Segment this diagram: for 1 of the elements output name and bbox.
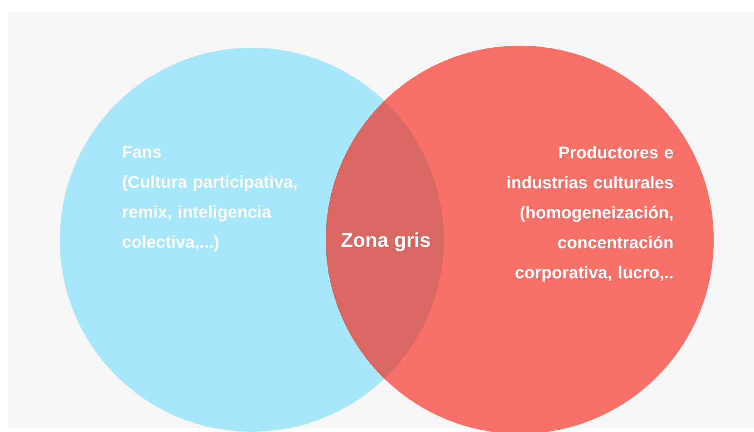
overlap-label: Zona gris (342, 232, 430, 252)
